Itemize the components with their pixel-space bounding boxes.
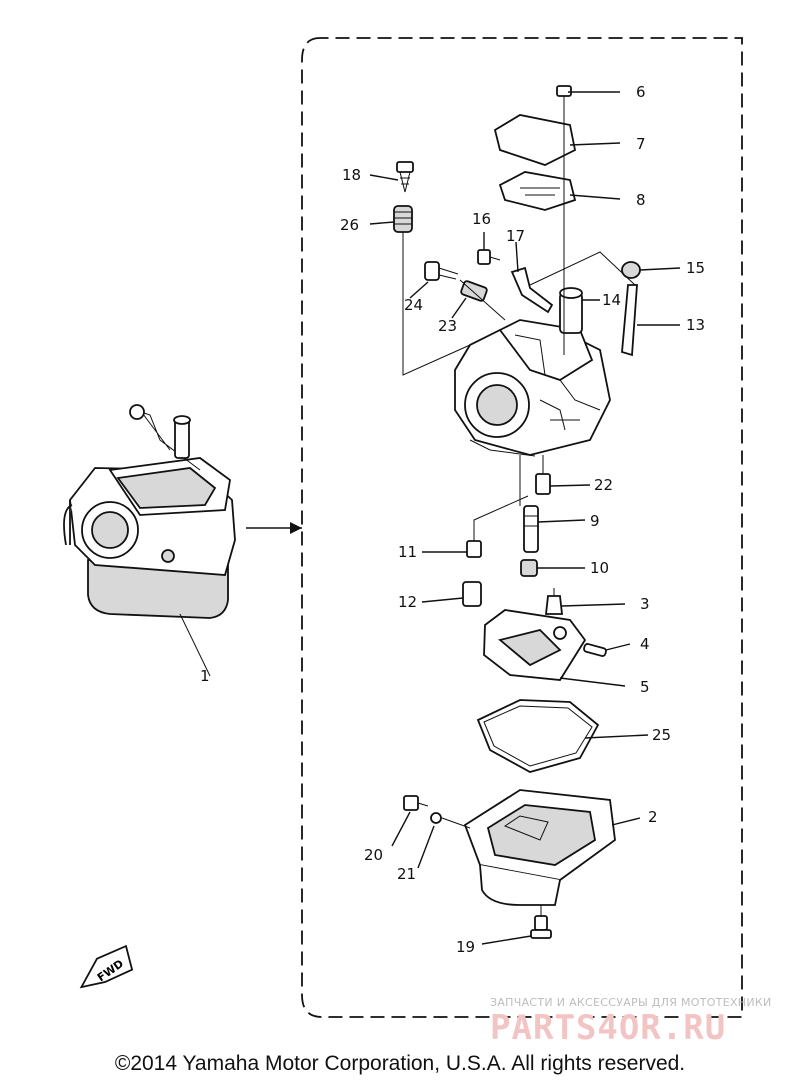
callout-labels: 1 2 3 4 5 6 7 8 9 10 11 12 13 14 15 16 1…	[200, 83, 705, 956]
gasket-part-25	[476, 699, 600, 773]
callout-9: 9	[590, 512, 600, 530]
callout-12: 12	[398, 593, 417, 611]
callout-7: 7	[636, 135, 646, 153]
callout-22: 22	[594, 476, 613, 494]
copyright-notice: ©2014 Yamaha Motor Corporation, U.S.A. A…	[114, 1052, 686, 1075]
watermark-logo: PARTS4OR.RU	[490, 1008, 727, 1048]
link-lever-part-17	[510, 266, 554, 314]
callout-5: 5	[640, 678, 650, 696]
needle-valve-part-3	[544, 588, 564, 615]
connector-arrow	[290, 522, 302, 534]
main-jet-part-22	[535, 473, 551, 495]
jet-part-11	[466, 540, 482, 558]
callout-25: 25	[652, 726, 671, 744]
callout-1: 1	[200, 667, 210, 685]
guide-line	[441, 817, 471, 829]
callout-6: 6	[636, 83, 646, 101]
spring-part-26	[393, 205, 413, 233]
callout-19: 19	[456, 938, 475, 956]
guide-line	[402, 232, 471, 376]
callout-26: 26	[340, 216, 359, 234]
screw-part-19	[530, 915, 552, 939]
callout-23: 23	[438, 317, 457, 335]
leader-lines	[369, 91, 681, 945]
pin-part-4	[583, 643, 607, 657]
callout-8: 8	[636, 191, 646, 209]
callout-10: 10	[590, 559, 609, 577]
callout-11: 11	[398, 543, 417, 561]
callout-15: 15	[686, 259, 705, 277]
callout-20: 20	[364, 846, 383, 864]
drain-screw-part-20	[403, 795, 429, 811]
exploded-view-bracket	[301, 37, 743, 1018]
washer-part-21	[430, 812, 442, 824]
carburetor-body	[454, 287, 611, 457]
watermark-tagline: ЗАПЧАСТИ И АКСЕССУАРЫ ДЛЯ МОТОТЕХНИКИ	[490, 996, 772, 1009]
guide-line	[459, 279, 506, 321]
gasket-part-8	[498, 171, 577, 211]
callout-21: 21	[397, 865, 416, 883]
rod-part-13	[621, 284, 638, 357]
screw-part-24	[424, 261, 459, 281]
callout-2: 2	[648, 808, 658, 826]
callout-4: 4	[640, 635, 650, 653]
callout-17: 17	[506, 227, 525, 245]
float-part-5	[483, 609, 587, 681]
callout-13: 13	[686, 316, 705, 334]
callout-24: 24	[404, 296, 423, 314]
jet-part-10	[520, 559, 538, 577]
callout-3: 3	[640, 595, 650, 613]
screw-part-16	[477, 249, 501, 265]
guide-line	[529, 251, 636, 286]
float-bowl-part-2	[463, 789, 616, 906]
guide-line	[473, 495, 529, 541]
fwd-arrow-icon: FWD	[79, 944, 134, 989]
carburetor-assembly	[63, 404, 236, 677]
screw-part-6	[556, 85, 572, 108]
callout-18: 18	[342, 166, 361, 184]
callout-16: 16	[472, 210, 491, 228]
jet-part-12	[462, 581, 482, 607]
cover-plate-part-7	[493, 114, 577, 166]
callout-14: 14	[602, 291, 621, 309]
nozzle-part-9	[523, 505, 539, 553]
pilot-screw-part-18	[396, 161, 414, 193]
